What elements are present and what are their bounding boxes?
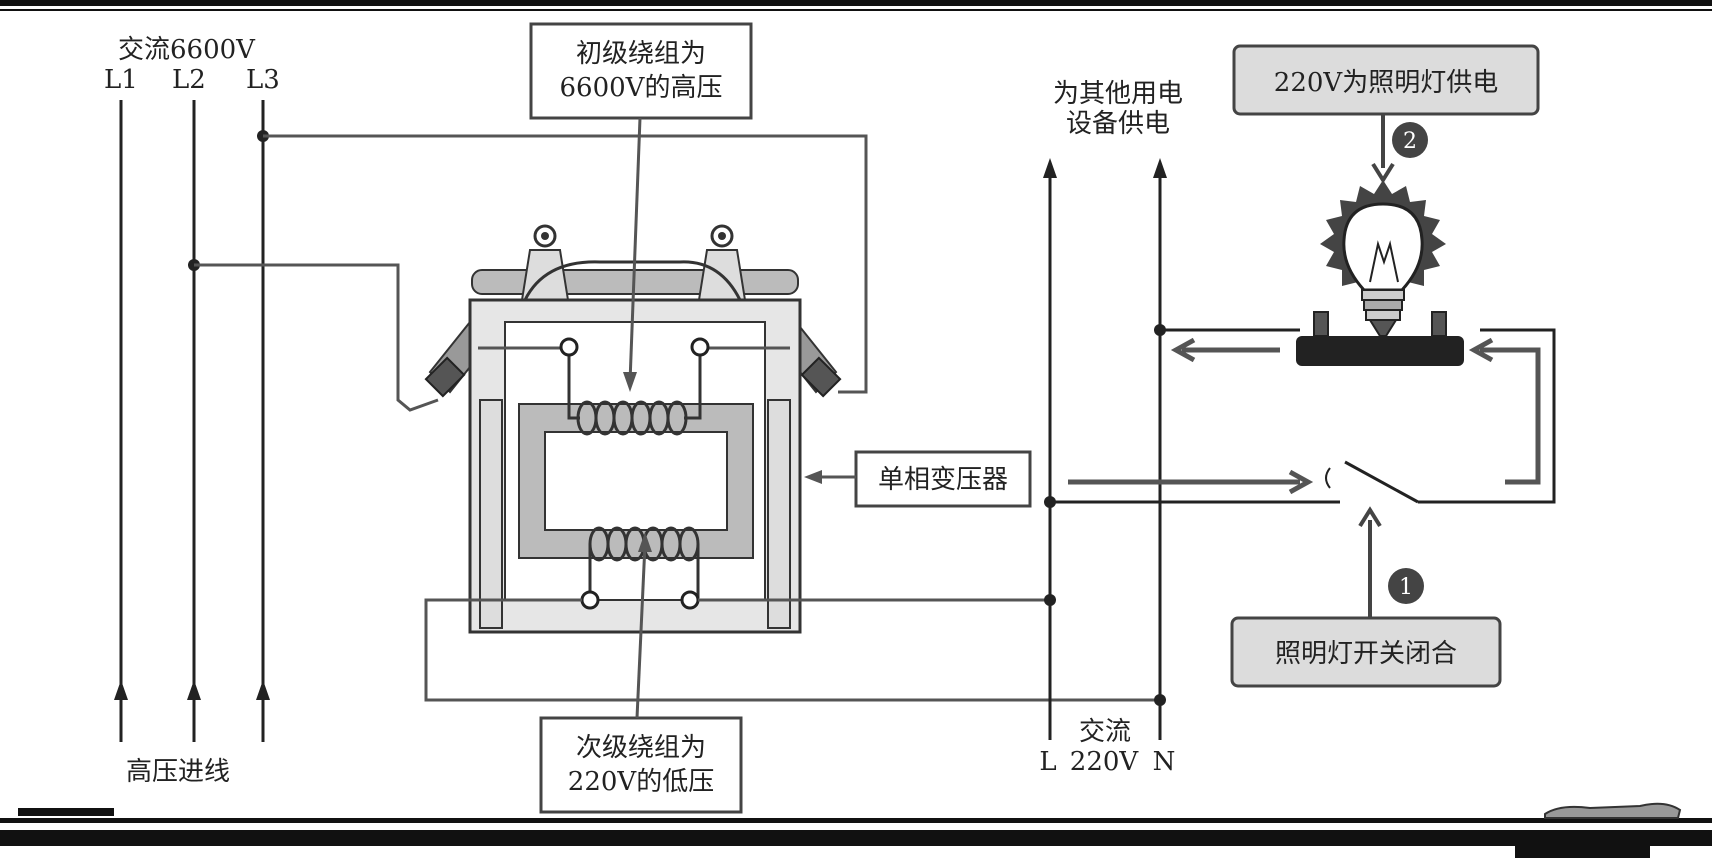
lamp-label: 220V为照明灯供电	[1274, 68, 1498, 98]
terminal-icon	[690, 337, 710, 357]
transformer-label: 单相变压器	[878, 465, 1008, 495]
secondary-wiring	[424, 598, 1160, 702]
arrow-left-icon	[1170, 337, 1196, 363]
lifting-lug-icon	[520, 224, 747, 301]
arrow-up-icon	[1043, 158, 1057, 178]
step-badge-2	[1392, 122, 1428, 158]
lv-line-label: L	[1039, 747, 1056, 777]
other-loads-line1: 为其他用电	[1053, 79, 1183, 109]
other-loads-line2: 设备供电	[1066, 109, 1170, 139]
arrow-down-icon	[1371, 162, 1395, 184]
low-voltage-section: 为其他用电 设备供电 交流 L 220V N	[1039, 44, 1556, 777]
switch-lever	[1344, 460, 1419, 504]
arrow-up-icon	[1153, 158, 1167, 178]
arrow-up-icon	[187, 680, 201, 700]
arrow-up-icon	[1358, 506, 1382, 528]
lv-neutral-label: N	[1153, 747, 1176, 777]
switch-callout: 照明灯开关闭合 1	[1230, 506, 1502, 688]
lamp-socket-icon	[1296, 311, 1464, 366]
arrow-right-icon	[1288, 469, 1314, 495]
current-flow-arrows	[1068, 347, 1541, 485]
primary-callout: 初级绕组为 6600V的高压	[529, 22, 753, 392]
transformer-callout: 单相变压器	[804, 450, 1032, 508]
transformer	[424, 224, 842, 634]
arrow-up-icon	[256, 680, 270, 700]
hv-title: 交流6600V	[118, 35, 256, 65]
terminal-icon	[680, 590, 700, 610]
arrow-down-icon	[623, 372, 637, 392]
lv-title: 交流	[1079, 717, 1131, 747]
switch-label: 照明灯开关闭合	[1275, 639, 1457, 669]
primary-label-line2: 6600V的高压	[560, 73, 723, 103]
arrow-left-icon	[1468, 337, 1494, 363]
secondary-label-line1: 次级绕组为	[576, 733, 706, 763]
lamp-callout: 220V为照明灯供电 2	[1232, 44, 1540, 184]
switch-pivot-icon	[1325, 467, 1331, 489]
lv-voltage: 220V	[1070, 747, 1140, 777]
step-2-number: 2	[1403, 129, 1417, 154]
terminal-icon	[580, 590, 600, 610]
phase-label-l1: L1	[104, 65, 138, 95]
terminal-icon	[559, 337, 579, 357]
arrow-left-icon	[804, 470, 822, 484]
light-bulb-icon	[1320, 180, 1446, 337]
high-voltage-section: 交流6600V L1 L2 L3 高压进线	[104, 35, 868, 787]
step-badge-1	[1388, 568, 1424, 604]
phase-label-l3: L3	[246, 65, 280, 95]
arrow-up-icon	[114, 680, 128, 700]
arrow-up-icon	[638, 532, 652, 552]
phase-label-l2: L2	[172, 65, 206, 95]
hv-incoming-label: 高压进线	[126, 757, 230, 787]
step-1-number: 1	[1399, 575, 1413, 600]
primary-label-line1: 初级绕组为	[576, 39, 706, 69]
secondary-label-line2: 220V的低压	[568, 767, 714, 797]
secondary-callout: 次级绕组为 220V的低压	[539, 532, 743, 814]
